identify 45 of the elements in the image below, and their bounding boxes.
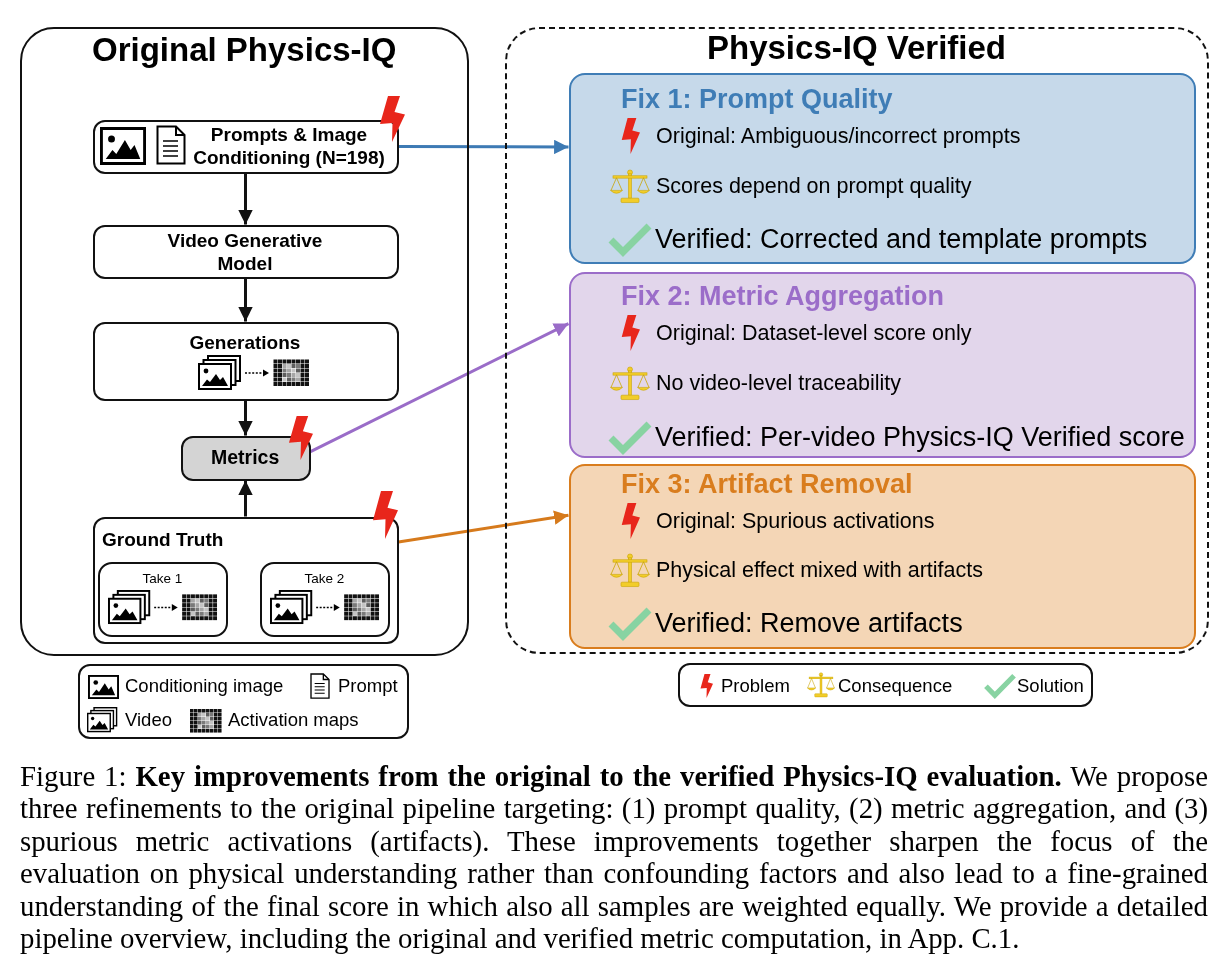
legend-label: Prompt: [338, 675, 398, 697]
card-text: No video-level traceability: [656, 370, 901, 396]
box-label: Ground Truth: [102, 527, 224, 551]
card-text: Scores depend on prompt quality: [656, 173, 972, 199]
box-label: Take 1: [142, 570, 183, 587]
card-text: Verified: Corrected and template prompts: [655, 223, 1148, 255]
card-text: Original: Spurious activations: [656, 508, 935, 534]
figure-caption: Figure 1: Key improvements from the original to the verified Physics-IQ evaluation. We propose three refinements to the original pipeline targeting: (1) prompt quality, (2) metric aggregation, and (3) spurious metric activations (artifacts). These improvements together sharpen the focus of the evaluation on physical understanding rather than confounding factors and also lead to a fine-grained understanding of the final score in which also all samples are weighted equally. We provide a detailed pipeline overview, including the original and verified metric computation, in App. C.1.: [20, 759, 1208, 956]
box-label: Generations: [189, 330, 301, 354]
panel-title: Original Physics-IQ: [92, 29, 397, 70]
legend-label: Activation maps: [228, 709, 359, 731]
card-title: Fix 3: Artifact Removal: [621, 468, 913, 500]
box-label: Prompts & Image Conditioning (N=198): [192, 123, 386, 169]
arrow: [309, 322, 570, 454]
card-text: Original: Ambiguous/incorrect prompts: [656, 123, 1021, 149]
arrow: [238, 173, 253, 225]
card-title: Fix 1: Prompt Quality: [621, 83, 893, 115]
arrow: [398, 510, 569, 544]
group-panel: [505, 27, 1209, 654]
sample-box: [260, 562, 390, 637]
group-panel: [20, 27, 469, 656]
card-text: Verified: Per-video Physics-IQ Verified score: [655, 421, 1185, 453]
panel-title: Physics-IQ Verified: [707, 27, 1006, 68]
process-box: [92, 321, 399, 401]
legend-label: Problem: [721, 675, 790, 697]
card-text: Verified: Remove artifacts: [655, 607, 963, 639]
legend-label: Video: [125, 709, 172, 731]
box-label: Metrics: [211, 446, 280, 469]
card-text: Physical effect mixed with artifacts: [656, 557, 983, 583]
sample-box: [98, 562, 228, 637]
card-text: Original: Dataset-level score only: [656, 320, 972, 346]
card: [568, 72, 1196, 264]
box-label: Take 2: [304, 570, 345, 587]
legend-label: Consequence: [838, 675, 953, 697]
box-label: Video Generative Model: [167, 229, 323, 275]
arrow: [398, 139, 569, 155]
legend-label: Solution: [1017, 675, 1084, 697]
legend-label: Conditioning image: [125, 675, 284, 697]
arrow: [238, 480, 253, 517]
arrow: [238, 278, 253, 322]
card: [568, 463, 1196, 649]
card: [568, 271, 1196, 458]
arrow: [238, 400, 253, 436]
card-title: Fix 2: Metric Aggregation: [621, 280, 945, 312]
process-box: [92, 224, 399, 279]
